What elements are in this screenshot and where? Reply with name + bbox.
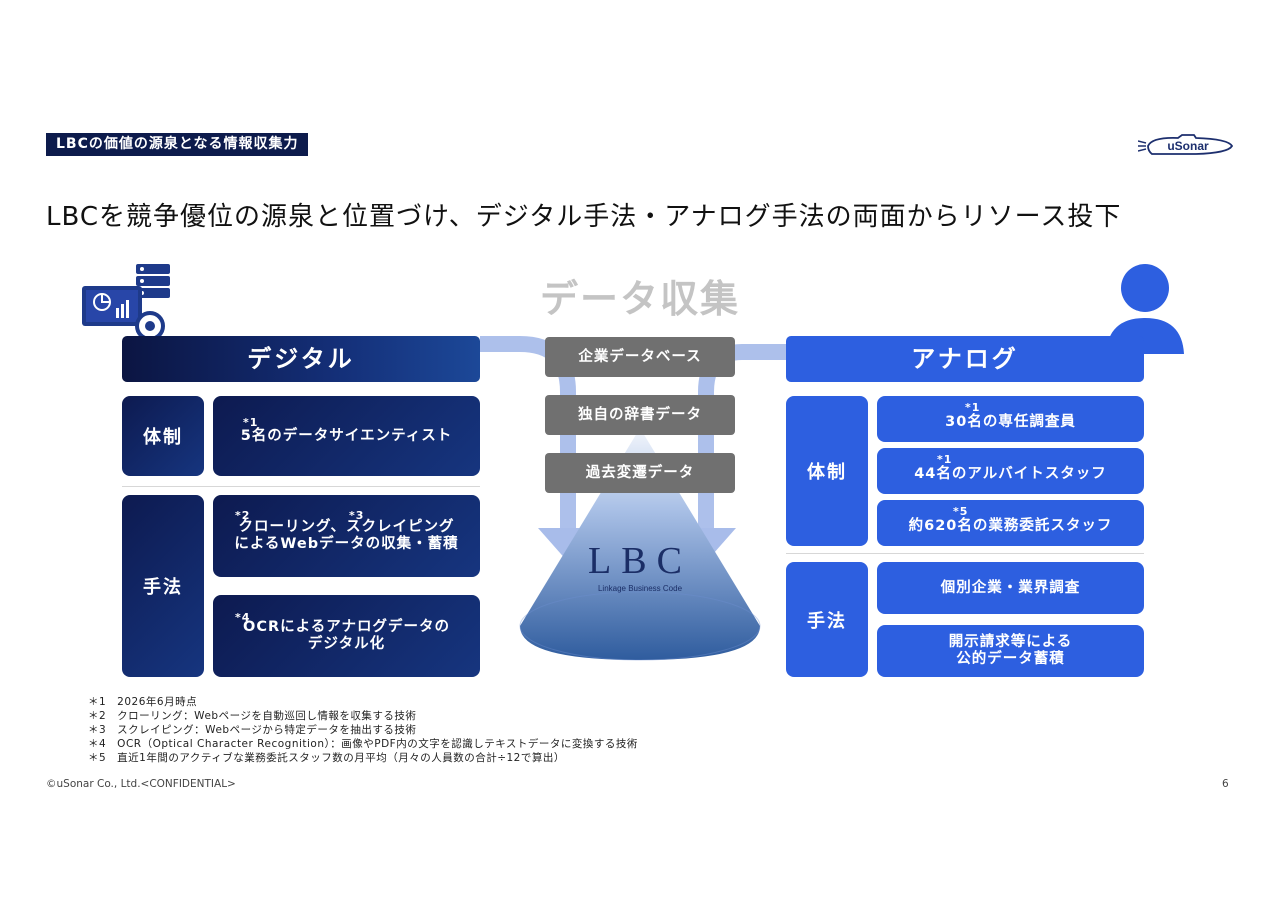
digital-structure-item: *1 5名のデータサイエンティスト bbox=[213, 396, 480, 476]
analog-structure-item-parttime: *1 44名のアルバイトスタッフ bbox=[877, 448, 1144, 494]
item-line: デジタル化 bbox=[307, 636, 386, 652]
lbc-funnel-graphic bbox=[480, 336, 786, 661]
page-headline: LBCを競争優位の源泉と位置づけ、デジタル手法・アナログ手法の両面からリソース投… bbox=[46, 202, 1122, 232]
item-line: 44名のアルバイトスタッフ bbox=[914, 465, 1107, 482]
digital-divider bbox=[122, 486, 480, 487]
footnote-mark: *1 bbox=[243, 416, 259, 429]
source-dictionary-data: 独自の辞書データ bbox=[545, 395, 735, 435]
digital-method-item-ocr: *4 OCRによるアナログデータの デジタル化 bbox=[213, 595, 480, 677]
item-line: 約620名の業務委託スタッフ bbox=[908, 517, 1113, 534]
lbc-logo-text: LBC bbox=[588, 540, 692, 582]
footnote-mark: *1 bbox=[937, 453, 953, 466]
footnote-mark: *5 bbox=[953, 505, 969, 518]
digital-method-item-crawling: *2 *3 クローリング、スクレイピング によるWebデータの収集・蓄積 bbox=[213, 495, 480, 577]
analog-flow-arrow bbox=[698, 344, 786, 528]
analog-method-label: 手法 bbox=[786, 562, 868, 677]
analog-structure-label: 体制 bbox=[786, 396, 868, 546]
usonar-logo: uSonar bbox=[1137, 133, 1234, 159]
logo-text: uSonar bbox=[1167, 139, 1209, 153]
footnote-2: ＊2 クローリング：Webページを自動巡回し情報を収集する技術 bbox=[88, 710, 417, 722]
footnote-mark: *3 bbox=[349, 509, 365, 522]
footnote-3: ＊3 スクレイピング：Webページから特定データを抽出する技術 bbox=[88, 724, 417, 736]
analog-structure-item-researchers: *1 30名の専任調査員 bbox=[877, 396, 1144, 442]
analog-structure-item-contract: *5 約620名の業務委託スタッフ bbox=[877, 500, 1144, 546]
digital-method-label: 手法 bbox=[122, 495, 204, 677]
lbc-cone bbox=[520, 428, 760, 660]
data-collection-title: データ収集 bbox=[540, 277, 741, 321]
usonar-logo-icon: uSonar bbox=[1137, 134, 1234, 155]
copyright: ©uSonar Co., Ltd.<CONFIDENTIAL> bbox=[46, 778, 236, 790]
footnote-mark: *4 bbox=[235, 611, 251, 624]
analog-method-item-public-data: 開示請求等による 公的データ蓄積 bbox=[877, 625, 1144, 677]
footnote-mark: *1 bbox=[965, 401, 981, 414]
source-company-database: 企業データベース bbox=[545, 337, 735, 377]
footnote-mark: *2 bbox=[235, 509, 251, 522]
item-line: によるWebデータの収集・蓄積 bbox=[234, 536, 459, 552]
lbc-logo: LBC Linkage Business Code bbox=[560, 540, 720, 593]
item-line: 5名のデータサイエンティスト bbox=[240, 427, 453, 444]
item-line: OCRによるアナログデータの bbox=[243, 619, 450, 635]
item-line: クローリング、スクレイピング bbox=[238, 519, 455, 535]
page-number: 6 bbox=[1222, 778, 1229, 790]
footnote-1: ＊1 2026年6月時点 bbox=[88, 696, 198, 708]
analog-divider bbox=[786, 553, 1144, 554]
footnote-4: ＊4 OCR（Optical Character Recognition）：画像… bbox=[88, 738, 638, 750]
lbc-logo-subtitle: Linkage Business Code bbox=[597, 584, 683, 593]
analog-method-item-survey: 個別企業・業界調査 bbox=[877, 562, 1144, 614]
source-history-data: 過去変遷データ bbox=[545, 453, 735, 493]
item-line: 30名の専任調査員 bbox=[945, 413, 1076, 430]
item-line: 開示請求等による bbox=[948, 634, 1073, 650]
section-tag: LBCの価値の源泉となる情報収集力 bbox=[46, 133, 309, 156]
footnote-5: ＊5 直近1年間のアクティブな業務委託スタッフ数の月平均（月々の人員数の合計÷1… bbox=[88, 752, 565, 764]
item-line: 公的データ蓄積 bbox=[956, 651, 1065, 667]
monitor-gear-icon bbox=[80, 262, 175, 341]
analog-header: アナログ bbox=[786, 336, 1144, 382]
item-line: 個別企業・業界調査 bbox=[940, 579, 1081, 596]
digital-header: デジタル bbox=[122, 336, 480, 382]
digital-structure-label: 体制 bbox=[122, 396, 204, 476]
